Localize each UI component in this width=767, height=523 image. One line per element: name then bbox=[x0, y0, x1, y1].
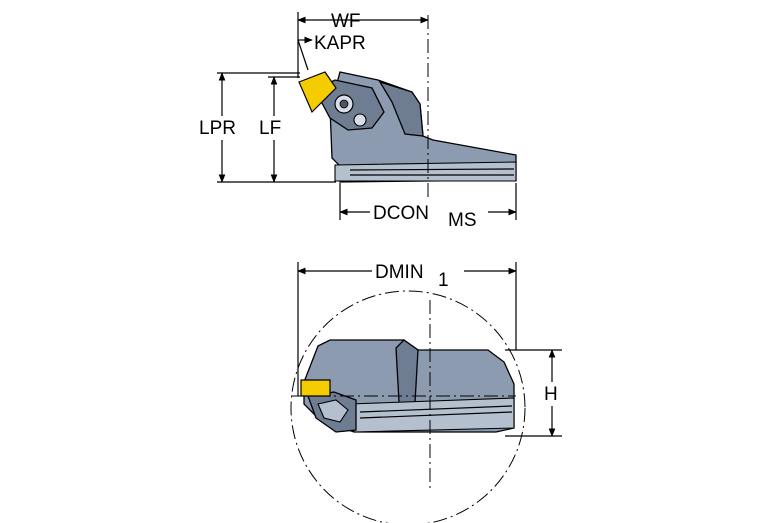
wf-label: WF bbox=[331, 11, 361, 32]
clamp-hole bbox=[353, 113, 367, 127]
dmin-label: DMIN bbox=[375, 262, 424, 283]
bottom-view: DMIN 1 H bbox=[290, 258, 564, 523]
lpr-label: LPR bbox=[199, 118, 236, 139]
dmin-subscript: 1 bbox=[438, 270, 449, 291]
kapr-label: KAPR bbox=[314, 33, 366, 54]
h-label: H bbox=[544, 384, 558, 405]
holder-neck bbox=[378, 80, 424, 137]
min-bore-circle bbox=[290, 290, 526, 523]
top-view: WF KAPR LPR LF DCON MS bbox=[196, 11, 517, 231]
insert-end bbox=[300, 379, 331, 397]
lf-label: LF bbox=[259, 118, 281, 139]
dcon-label: DCON bbox=[373, 203, 429, 224]
insert bbox=[298, 71, 337, 114]
shank-strip bbox=[334, 161, 517, 182]
dcon-subscript: MS bbox=[448, 210, 477, 231]
